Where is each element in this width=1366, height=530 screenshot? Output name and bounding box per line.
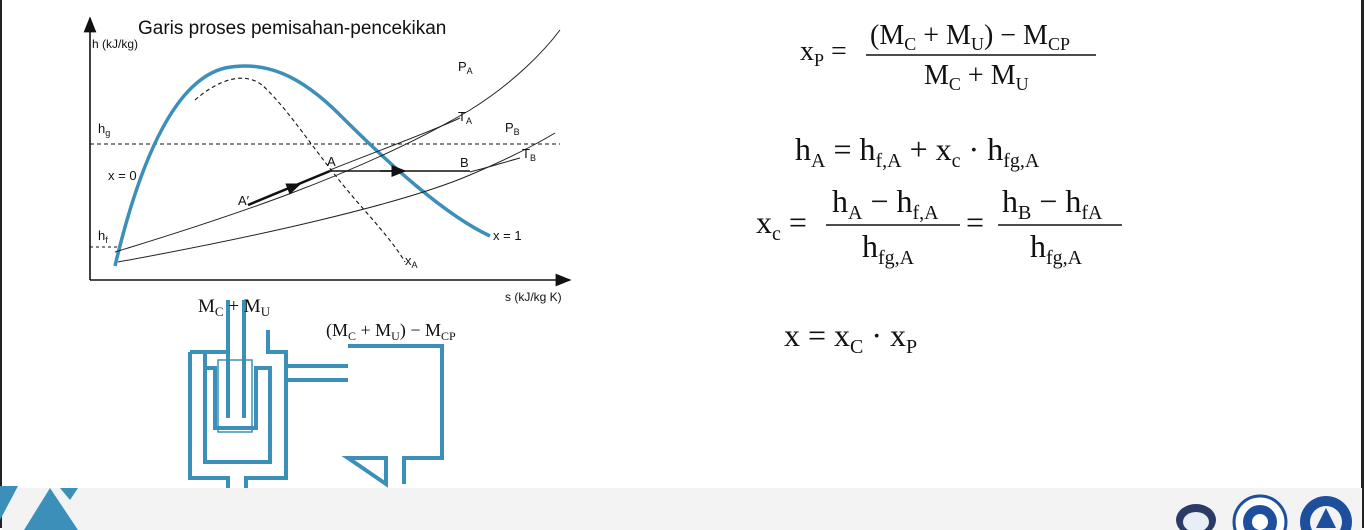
isotherm-TB [469, 157, 521, 173]
hA-equation: hA = hf,A + xc · hfg,A [795, 131, 1040, 172]
hf-label: hf [98, 228, 108, 245]
xA-label: xA [405, 253, 418, 270]
Aprime-label: A′ [238, 193, 250, 208]
hs-diagram: Garis proses pemisahan-pencekikan h (kJ/… [83, 16, 572, 304]
equation-x: x = xC · xP [784, 317, 917, 358]
equation-xp: xP = (MC + MU) − MCP MC + MU [800, 20, 1096, 94]
xc-frac2-den: hfg,A [1030, 228, 1083, 269]
triangle-icon-tiny [60, 488, 78, 500]
xc-lhs: xc = [756, 204, 807, 245]
PA-label: PA [458, 59, 473, 76]
x-equation: x = xC · xP [784, 317, 917, 358]
inner-chamber [217, 359, 253, 433]
university-seal-icon [1232, 494, 1288, 530]
xp-denominator: MC + MU [924, 60, 1029, 94]
equation-hA: hA = hf,A + xc · hfg,A [795, 131, 1040, 172]
isobar-PA [114, 29, 561, 253]
x-axis-label: s (kJ/kg K) [505, 290, 562, 304]
diagram-title: Garis proses pemisahan-pencekikan [138, 18, 446, 39]
xc-frac1-num: hA − hf,A [832, 183, 939, 224]
separator-inner [203, 352, 272, 464]
throttling-chamber [341, 344, 444, 488]
xc-equals: = [966, 204, 984, 240]
triangle-icon-large [24, 488, 78, 530]
calorimeter-right-label: (MC + MU) − MCP [326, 320, 456, 343]
isotherm-TA [329, 117, 461, 171]
ministry-emblem-icon [1300, 496, 1352, 530]
calorimeter-schematic [188, 300, 444, 500]
TA-label: TA [458, 109, 472, 126]
hg-label: hg [98, 121, 110, 138]
A-label: A [327, 154, 336, 169]
y-axis-label: h (kJ/kg) [92, 37, 138, 51]
xp-numerator: (MC + MU) − MCP [870, 20, 1070, 54]
equation-xc: xc = hA − hf,A hfg,A = hB − hfA hfg,A [756, 183, 1122, 269]
xc-frac1-den: hfg,A [862, 228, 915, 269]
PB-label: PB [505, 120, 520, 137]
mascot-logo-icon [1176, 504, 1216, 530]
xp-lhs: xP = [800, 36, 847, 70]
process-arrow-Aprime-A [269, 183, 302, 197]
isobar-PB [117, 132, 556, 263]
xc-frac2-num: hB − hfA [1002, 183, 1103, 224]
x1-label: x = 1 [493, 228, 522, 243]
B-label: B [460, 155, 469, 170]
triangle-icon-small [0, 486, 18, 520]
calorimeter-top-label: MC + MU [198, 296, 271, 319]
x0-label: x = 0 [108, 168, 137, 183]
quality-xA-curve [194, 77, 406, 263]
footer-strip [0, 486, 1362, 530]
saturation-dome [113, 64, 491, 267]
footer-band [2, 488, 1362, 530]
TB-label: TB [522, 146, 536, 163]
